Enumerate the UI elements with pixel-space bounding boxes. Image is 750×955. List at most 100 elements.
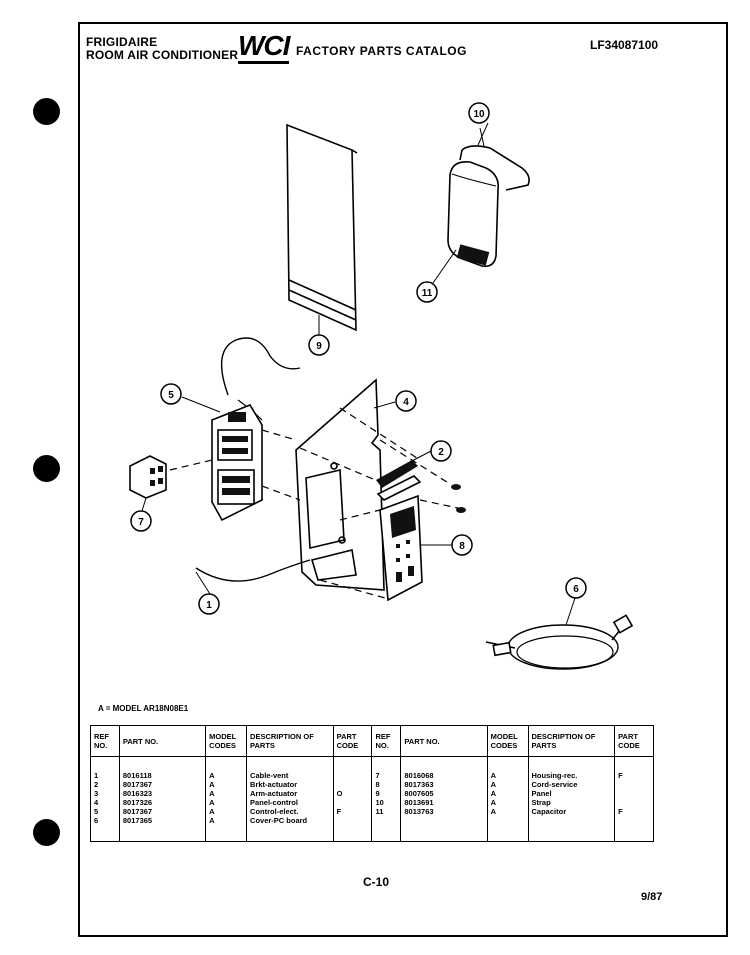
desc-cell: Panel-control	[246, 798, 334, 807]
exploded-parts-diagram: 10 11 9 5 4 2 7 8 1 6	[129, 102, 634, 670]
table-row: 1 8016118 A Cable-vent 7 8016068 A Housi…	[90, 756, 654, 780]
callout-label: 5	[168, 390, 174, 401]
table-row: 2 8017367 A Brkt-actuator 8 8017363 A Co…	[90, 780, 654, 789]
table-row: 3 8016323 A Arm-actuator O 9 8007605 A P…	[90, 789, 654, 798]
header-part-code: PART CODE	[332, 725, 373, 757]
callout-6	[565, 577, 587, 599]
code-cell	[614, 816, 654, 842]
callout-label: 7	[138, 517, 144, 528]
ref-cell: 5	[90, 807, 120, 816]
model-cell: A	[486, 789, 529, 798]
callout-5	[160, 383, 182, 405]
ref-cell: 2	[90, 780, 120, 789]
header-model-codes: MODEL CODES	[205, 725, 248, 757]
callout-2	[430, 440, 452, 462]
model-cell: A	[486, 780, 529, 789]
screws-drawing	[451, 484, 466, 513]
code-cell: F	[332, 807, 373, 816]
model-cell: A	[205, 756, 248, 780]
model-cell: A	[205, 780, 248, 789]
part-cell	[400, 816, 488, 842]
header-part-code: PART CODE	[614, 725, 654, 757]
part-cell: 8017363	[400, 780, 488, 789]
page-number: C-10	[363, 875, 390, 889]
callout-7	[130, 510, 152, 532]
wci-logo: WCI	[238, 30, 290, 64]
ref-cell: 9	[371, 789, 402, 798]
parts-table-header: REF NO. PART NO. MODEL CODES DESCRIPTION…	[90, 725, 654, 757]
binder-hole	[33, 98, 60, 125]
callout-label: 10	[473, 109, 485, 120]
code-cell	[332, 780, 373, 789]
binder-hole	[33, 455, 60, 482]
code-cell	[614, 789, 654, 798]
part-cell: 8016323	[118, 789, 207, 798]
callout-9	[308, 334, 330, 356]
callout-label: 11	[422, 288, 433, 299]
desc-cell	[527, 816, 616, 842]
part-cell: 8016118	[118, 756, 207, 780]
desc-cell: Capacitor	[527, 807, 616, 816]
code-cell	[332, 798, 373, 807]
part-cell: 8017326	[118, 798, 207, 807]
panel-drawing	[286, 123, 358, 332]
part-cell: 8017367	[118, 780, 207, 789]
model-code-note: A = MODEL AR18N08E1	[98, 704, 189, 713]
catalog-title: FACTORY PARTS CATALOG	[296, 44, 467, 58]
model-cell	[486, 816, 529, 842]
callout-label: 2	[438, 447, 444, 458]
model-cell: A	[486, 756, 529, 780]
parts-table: REF NO. PART NO. MODEL CODES DESCRIPTION…	[90, 725, 654, 842]
table-row: 6 8017365 A Cover-PC board	[90, 816, 654, 842]
ref-cell: 1	[90, 756, 120, 780]
ref-cell: 3	[90, 789, 120, 798]
part-cell: 8016068	[400, 756, 488, 780]
callout-label: 9	[316, 341, 322, 352]
desc-cell: Brkt-actuator	[246, 780, 334, 789]
model-cell: A	[205, 816, 248, 842]
desc-cell: Strap	[527, 798, 616, 807]
part-cell: 8007605	[400, 789, 488, 798]
service-cord-drawing	[485, 614, 634, 670]
binder-hole	[33, 819, 60, 846]
header-brand-block: FRIGIDAIRE ROOM AIR CONDITIONER	[86, 36, 238, 62]
table-row: 4 8017326 A Panel-control 10 8013691 A S…	[90, 798, 654, 807]
electronic-control-drawing	[211, 404, 263, 522]
code-cell	[332, 816, 373, 842]
desc-cell: Panel	[527, 789, 616, 798]
capacitor-drawing	[447, 127, 530, 268]
model-cell: A	[486, 807, 529, 816]
ref-cell: 10	[371, 798, 402, 807]
callout-1	[198, 593, 220, 615]
code-cell: F	[614, 807, 654, 816]
desc-cell: Arm-actuator	[246, 789, 334, 798]
code-cell	[332, 756, 373, 780]
header-ref-no: REF NO.	[90, 725, 120, 757]
desc-cell: Cable-vent	[246, 756, 334, 780]
callout-11	[416, 281, 438, 303]
ref-cell: 8	[371, 780, 402, 789]
desc-cell: Housing-rec.	[527, 756, 616, 780]
model-cell: A	[205, 789, 248, 798]
model-cell: A	[486, 798, 529, 807]
desc-cell: Cover-PC board	[246, 816, 334, 842]
callout-4	[395, 390, 417, 412]
header-ref-no: REF NO.	[371, 725, 402, 757]
ref-cell	[371, 816, 402, 842]
desc-cell: Cord-service	[527, 780, 616, 789]
part-cell: 8017365	[118, 816, 207, 842]
callout-10	[468, 102, 490, 124]
control-panel-drawing	[295, 378, 385, 591]
page-frame	[78, 22, 728, 937]
cover-pc-board-drawing	[379, 494, 423, 602]
callout-label: 4	[403, 397, 409, 408]
code-cell	[614, 780, 654, 789]
callout-label: 6	[573, 584, 579, 595]
ref-cell: 6	[90, 816, 120, 842]
header-model-codes: MODEL CODES	[486, 725, 529, 757]
product-line: ROOM AIR CONDITIONER	[86, 48, 239, 62]
header-description: DESCRIPTION OF PARTS	[527, 725, 616, 757]
ref-cell: 4	[90, 798, 120, 807]
housing-receptacle-drawing	[129, 455, 167, 499]
part-cell: 8013763	[400, 807, 488, 816]
